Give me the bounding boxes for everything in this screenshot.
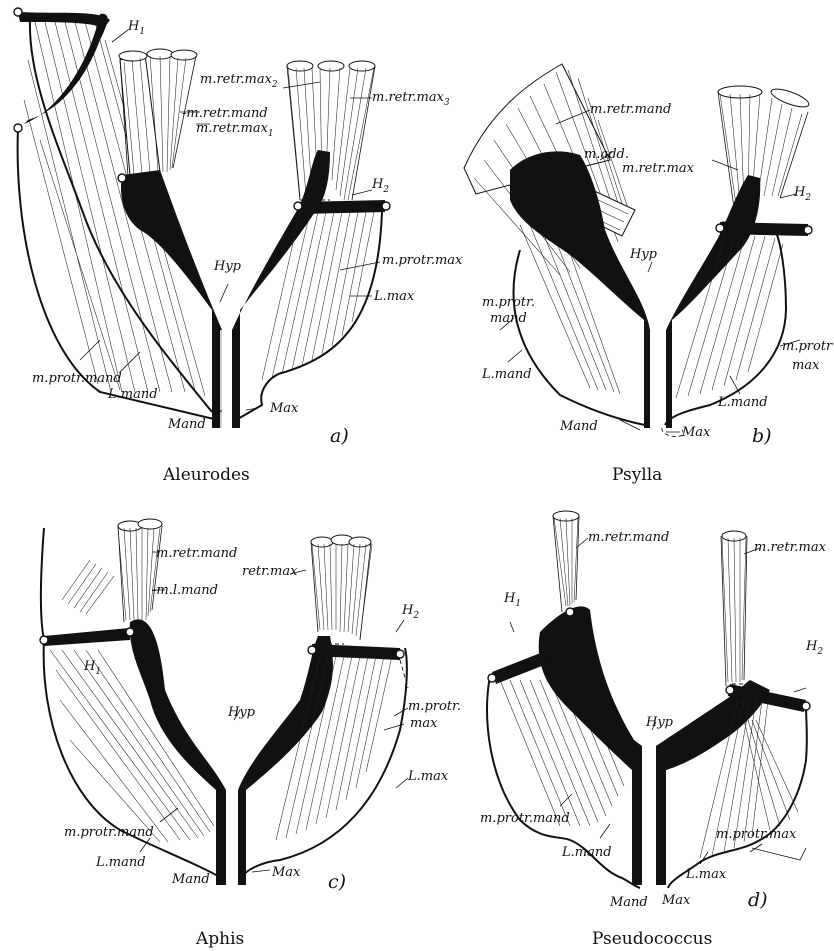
panel-b-h2-bar	[720, 222, 808, 236]
panel-a-label-retr-max1: m.retr.max1	[196, 121, 274, 139]
panel-b-label-protr-max-1: m.protr	[782, 339, 833, 354]
panel-d-label-h2: H2	[805, 639, 823, 657]
panel-d-label-retr-mand: m.retr.mand	[588, 530, 669, 545]
panel-b-label-lmand-right: L.mand	[717, 395, 768, 410]
panel-c-h1-bar	[44, 628, 130, 646]
panel-c-label-h2: H2	[401, 603, 419, 621]
panel-d-label-protr-max: m.protr.max	[716, 827, 797, 842]
panel-b-label-hyp: Hyp	[629, 247, 658, 262]
panel-a-label-retr-max2: m.retr.max2	[200, 72, 278, 90]
panel-c-label-h1: H1	[83, 659, 101, 677]
panel-a-label-protr-max: m.protr.max	[382, 253, 463, 268]
panel-a-label-retr-max3: m.retr.max3	[372, 90, 450, 108]
panel-d-label-lmand: L.mand	[561, 845, 612, 860]
panel-a-label-h1: H1	[127, 19, 145, 37]
panel-a-label-retr-mand: -m.retr.mand	[182, 106, 268, 121]
panel-b-label-protr-mand-1: m.protr.	[482, 295, 535, 310]
panel-d-label-lmax: L.max	[685, 867, 727, 882]
panel-c-retr-max-tendons	[311, 535, 372, 640]
panel-a-muscle-protr-mand	[24, 20, 212, 412]
panel-a-label-max: Max	[269, 401, 299, 416]
panel-d-label-protr-mand: m.protr.mand	[480, 811, 570, 826]
panel-d-label-retr-max: m.retr.max	[754, 540, 827, 555]
panel-a-letter: a)	[330, 425, 349, 447]
panel-a-label-hyp: Hyp	[213, 259, 242, 274]
panel-c-label-max: Max	[271, 865, 301, 880]
panel-a-label-lmax: L.max	[373, 289, 415, 304]
panel-b-label-mand: Mand	[559, 419, 598, 434]
panel-b-label-retr-mand: m.retr.mand	[590, 102, 671, 117]
panel-c-muscle-l-mand	[62, 560, 114, 614]
panel-a-retr-max-tendons	[287, 61, 375, 200]
panel-b-label-lmand-left: L.mand	[481, 367, 532, 382]
panel-c-caption: Aphis	[195, 929, 244, 949]
panel-b-label-add: m.add.	[584, 147, 629, 162]
panel-c-label-protr-max-1: m.protr.	[408, 699, 461, 714]
panel-c-retr-mand-tendons	[118, 519, 162, 622]
panel-c-label-mand: Mand	[171, 872, 210, 887]
panel-a-caption: Aleurodes	[162, 465, 250, 485]
panel-c-sclerite	[130, 619, 333, 885]
panel-c-label-protr-mand: m.protr.mand	[64, 825, 154, 840]
panel-a-label-h2: H2	[371, 177, 389, 195]
panel-b-label-protr-max-2: max	[792, 358, 820, 373]
panel-d-retr-max-tendon	[721, 531, 747, 686]
panel-c-label-lmand: L.mand	[95, 855, 146, 870]
panel-a-label-mand: Mand	[167, 417, 206, 432]
panel-b-caption: Psylla	[612, 465, 662, 485]
panel-b-label-retr-max: m.retr.max	[622, 161, 695, 176]
panel-d-label-mand: Mand	[609, 895, 648, 910]
panel-d-label-max: Max	[661, 893, 691, 908]
panel-c-label-retr-mand: m.retr.mand	[156, 546, 237, 561]
panel-c-label-retr-max: retr.max	[242, 564, 298, 579]
panel-d-label-hyp: Hyp	[645, 715, 674, 730]
panel-c-letter: c)	[328, 871, 346, 893]
panel-a-label-protr-mand: m.protr.mand	[32, 371, 122, 386]
panel-a-aleurodes: H1 m.retr.max2 m.retr.max3 -m.retr.mand …	[14, 8, 463, 485]
panel-c-aphis: m.retr.mand -m.l.mand retr.max H1 H2 Hyp…	[40, 519, 461, 949]
panel-c-label-l-mand: -m.l.mand	[152, 583, 218, 598]
panel-d-retr-mand-tendon	[553, 511, 579, 612]
panel-d-pseudococcus: m.retr.mand m.retr.max H1 H2 Hyp m.protr…	[480, 511, 827, 949]
panel-b-letter: b)	[752, 425, 772, 447]
panel-d-label-h1: H1	[503, 591, 521, 609]
panel-c-label-lmax: L.max	[407, 769, 449, 784]
panel-a-h2-bar	[298, 200, 385, 214]
panel-b-label-max: Max	[681, 425, 711, 440]
panel-b-label-h2: H2	[793, 185, 811, 203]
panel-b-psylla: m.retr.mand m.add. m.retr.max H2 Hyp m.p…	[464, 64, 833, 485]
panel-c-label-hyp: Hyp	[227, 705, 256, 720]
panel-a-label-lmand: L.mand	[107, 387, 158, 402]
panel-d-letter: d)	[748, 889, 768, 911]
panel-d-caption: Pseudococcus	[592, 929, 712, 949]
panel-c-muscle-protr-max	[276, 656, 392, 840]
panel-b-label-protr-mand-2: mand	[490, 311, 527, 326]
panel-c-label-protr-max-2: max	[410, 716, 438, 731]
